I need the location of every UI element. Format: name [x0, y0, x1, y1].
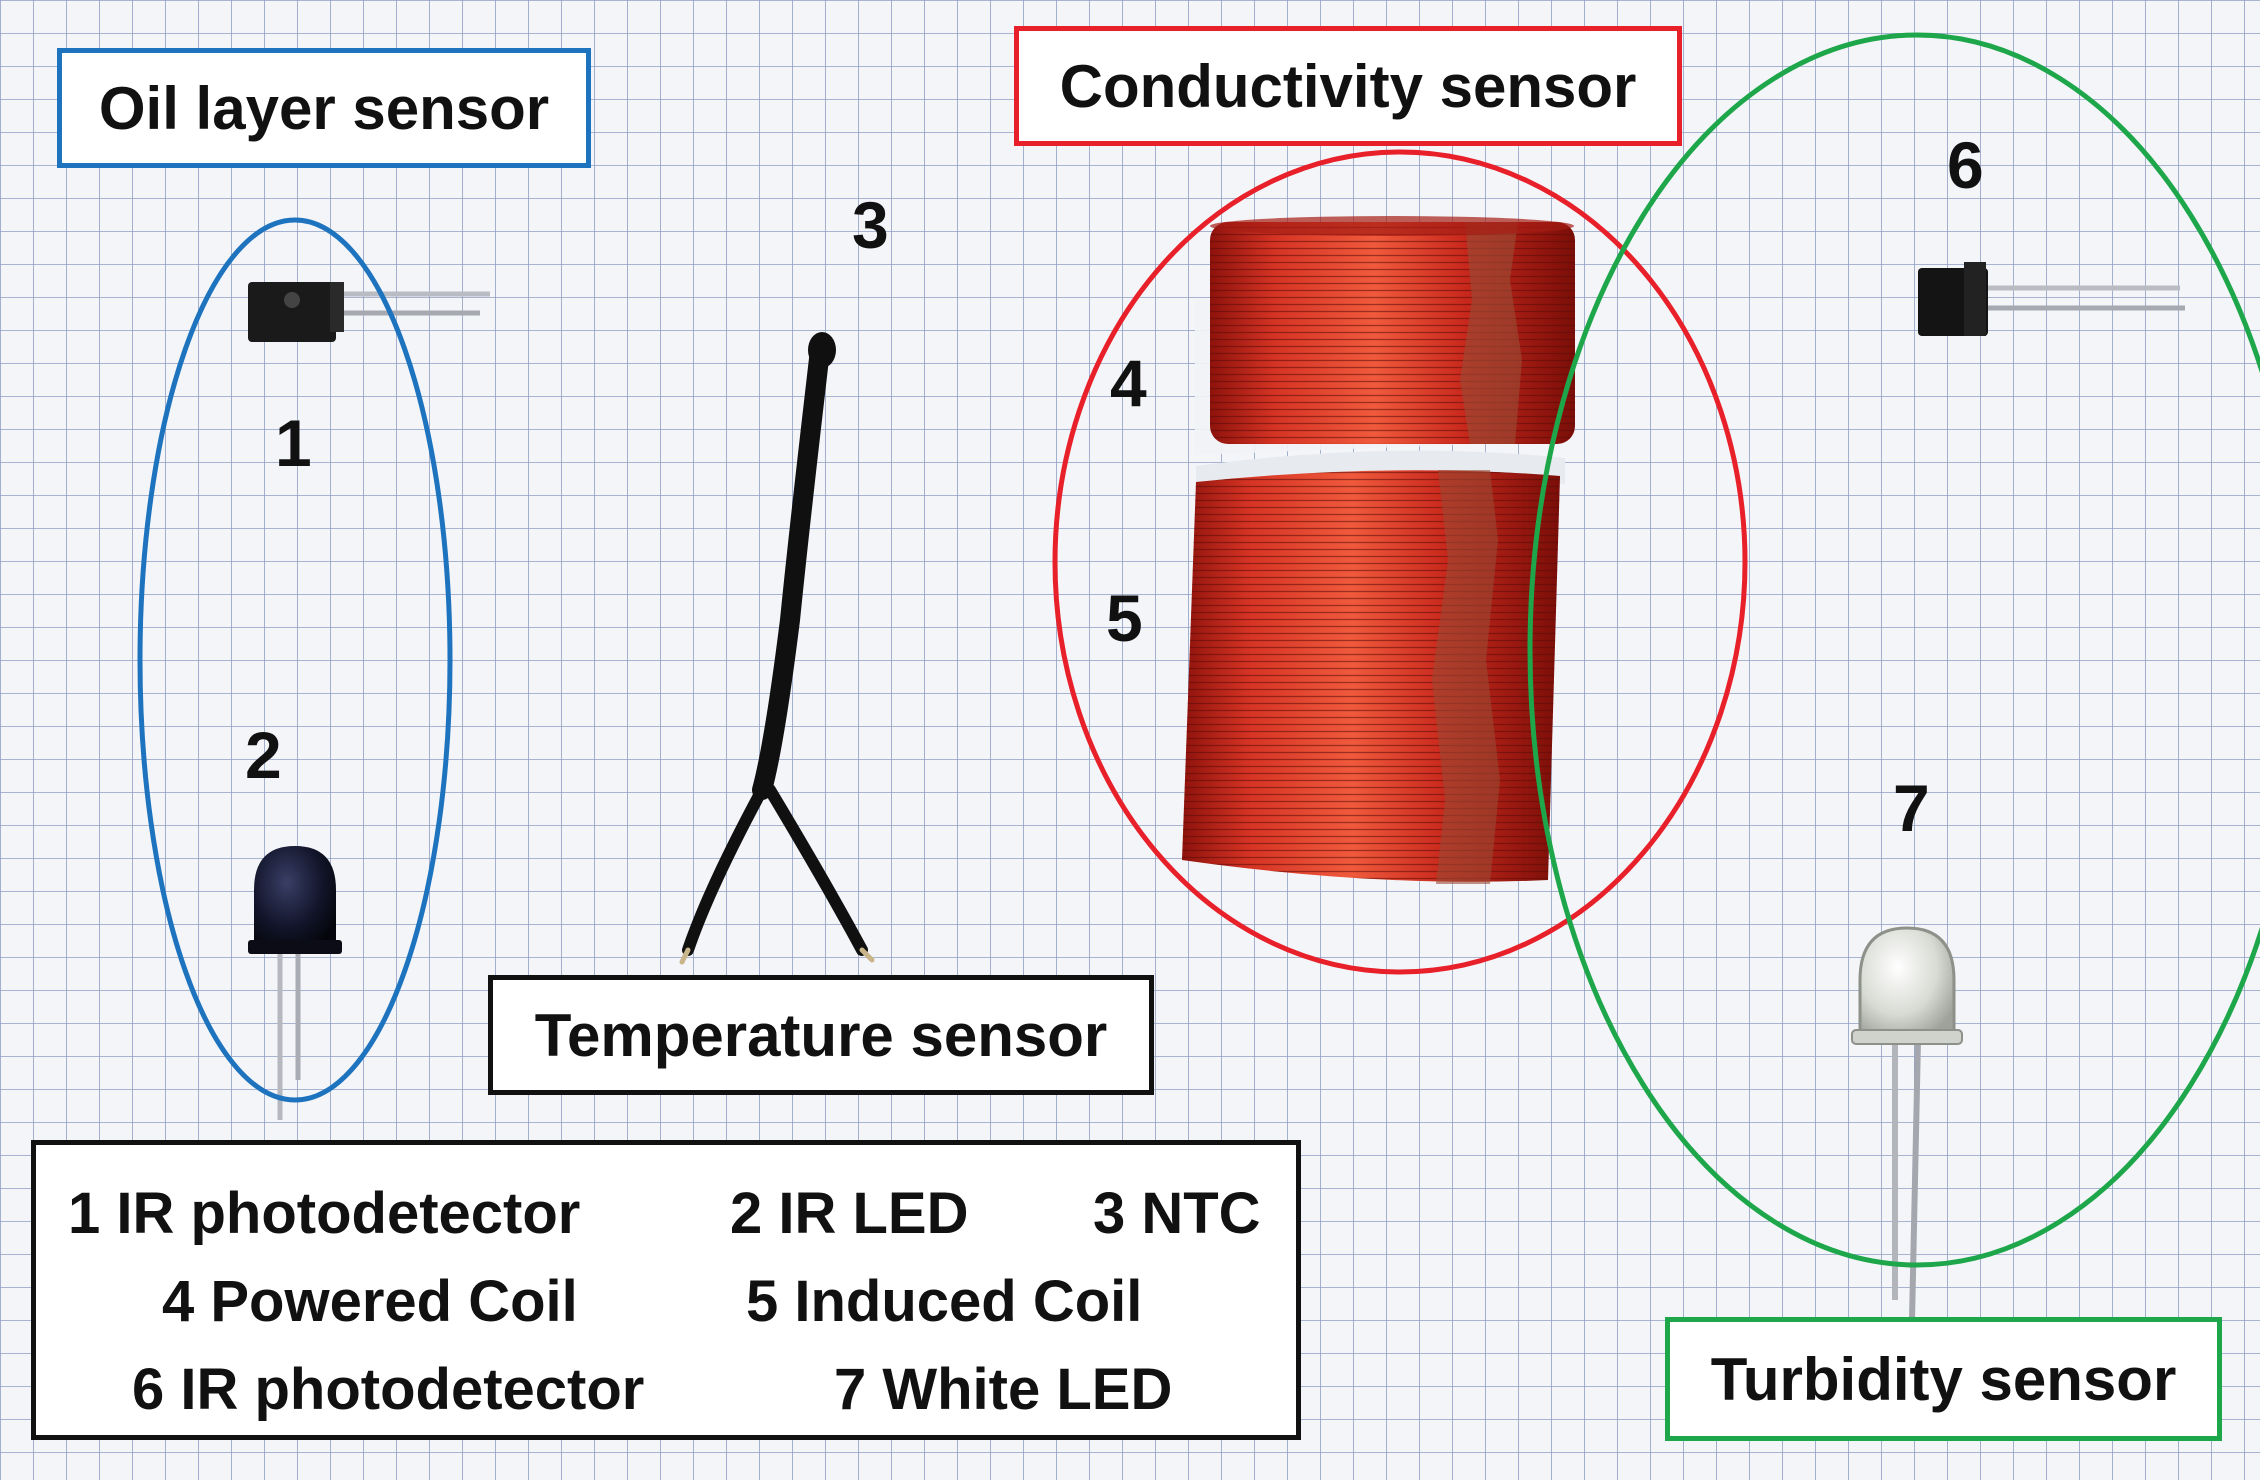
legend-item-2: 2 IR LED	[730, 1181, 969, 1246]
coil-assembly	[1182, 216, 1575, 884]
ir-photodetector-6	[1918, 262, 2185, 336]
induced-coil-5	[1182, 470, 1560, 884]
powered-coil-4	[1210, 216, 1575, 444]
temperature-sensor-label: Temperature sensor	[488, 975, 1154, 1095]
legend-box: 1 IR photodetector 2 IR LED 3 NTC 4 Powe…	[31, 1140, 1301, 1440]
legend-item-1: 1 IR photodetector	[68, 1181, 581, 1246]
number-7: 7	[1893, 771, 1930, 845]
turbidity-sensor-label: Turbidity sensor	[1665, 1317, 2222, 1441]
oil-layer-sensor-label: Oil layer sensor	[57, 48, 591, 168]
ir-photodetector-1	[248, 282, 490, 342]
legend-item-6: 6 IR photodetector	[132, 1357, 645, 1422]
legend-item-3: 3 NTC	[1093, 1181, 1261, 1246]
legend-item-5: 5 Induced Coil	[746, 1269, 1143, 1334]
ir-led-2	[248, 846, 342, 1120]
oil-group-ellipse	[137, 217, 453, 1103]
conductivity-group-ellipse	[1052, 149, 1748, 975]
number-6: 6	[1947, 128, 1984, 202]
number-5: 5	[1106, 581, 1143, 655]
legend-item-7: 7 White LED	[834, 1357, 1173, 1422]
turbidity-group-ellipse	[1527, 32, 2260, 1268]
legend-item-4: 4 Powered Coil	[162, 1269, 578, 1334]
number-2: 2	[245, 718, 282, 792]
white-led-7	[1851, 926, 1963, 1321]
ntc-thermistor-3	[679, 332, 875, 965]
number-1: 1	[275, 406, 312, 480]
number-4: 4	[1110, 346, 1147, 420]
number-3: 3	[852, 188, 889, 262]
conductivity-sensor-label: Conductivity sensor	[1014, 26, 1682, 146]
